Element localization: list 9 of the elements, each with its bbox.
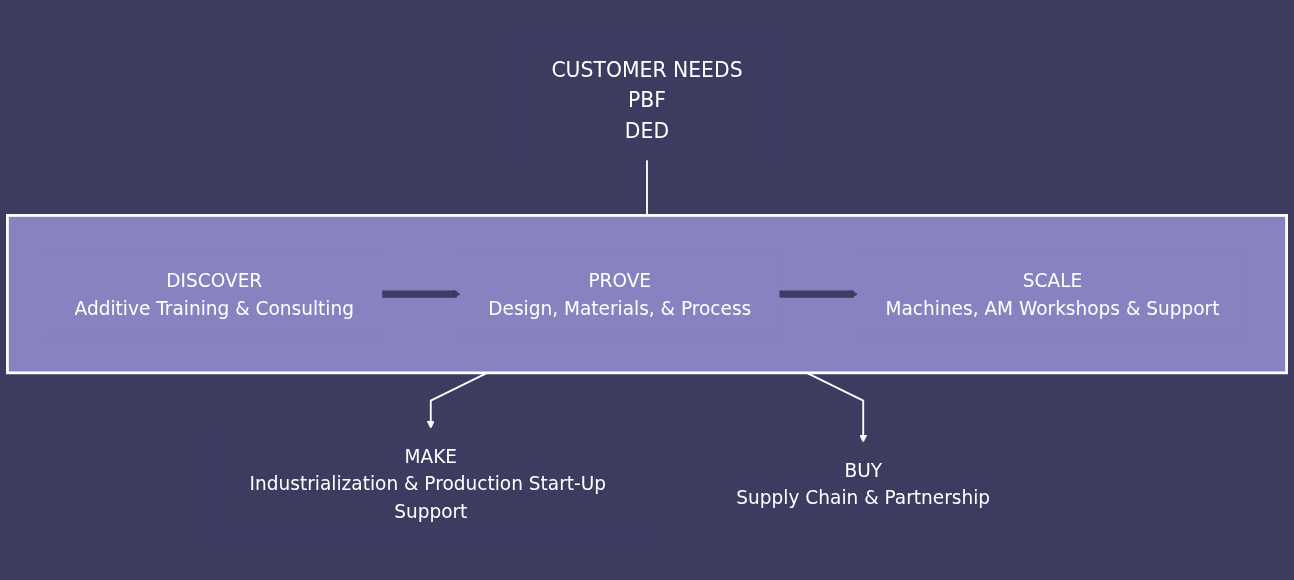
node-text: DISCOVER Additive Training & Consulting	[74, 269, 354, 320]
node-text: PROVE Design, Materials, & Process	[488, 269, 752, 320]
node-text: MAKE Industrialization & Production Start-Up Support	[249, 445, 607, 523]
node-text: BUY Supply Chain & Partnership	[736, 458, 991, 509]
cluster	[6, 214, 1288, 375]
arrow	[381, 290, 461, 299]
node-text: CUSTOMER NEEDS PBF DED	[551, 58, 743, 143]
arrow	[779, 290, 859, 299]
node-text: SCALE Machines, AM Workshops & Support	[885, 269, 1220, 320]
